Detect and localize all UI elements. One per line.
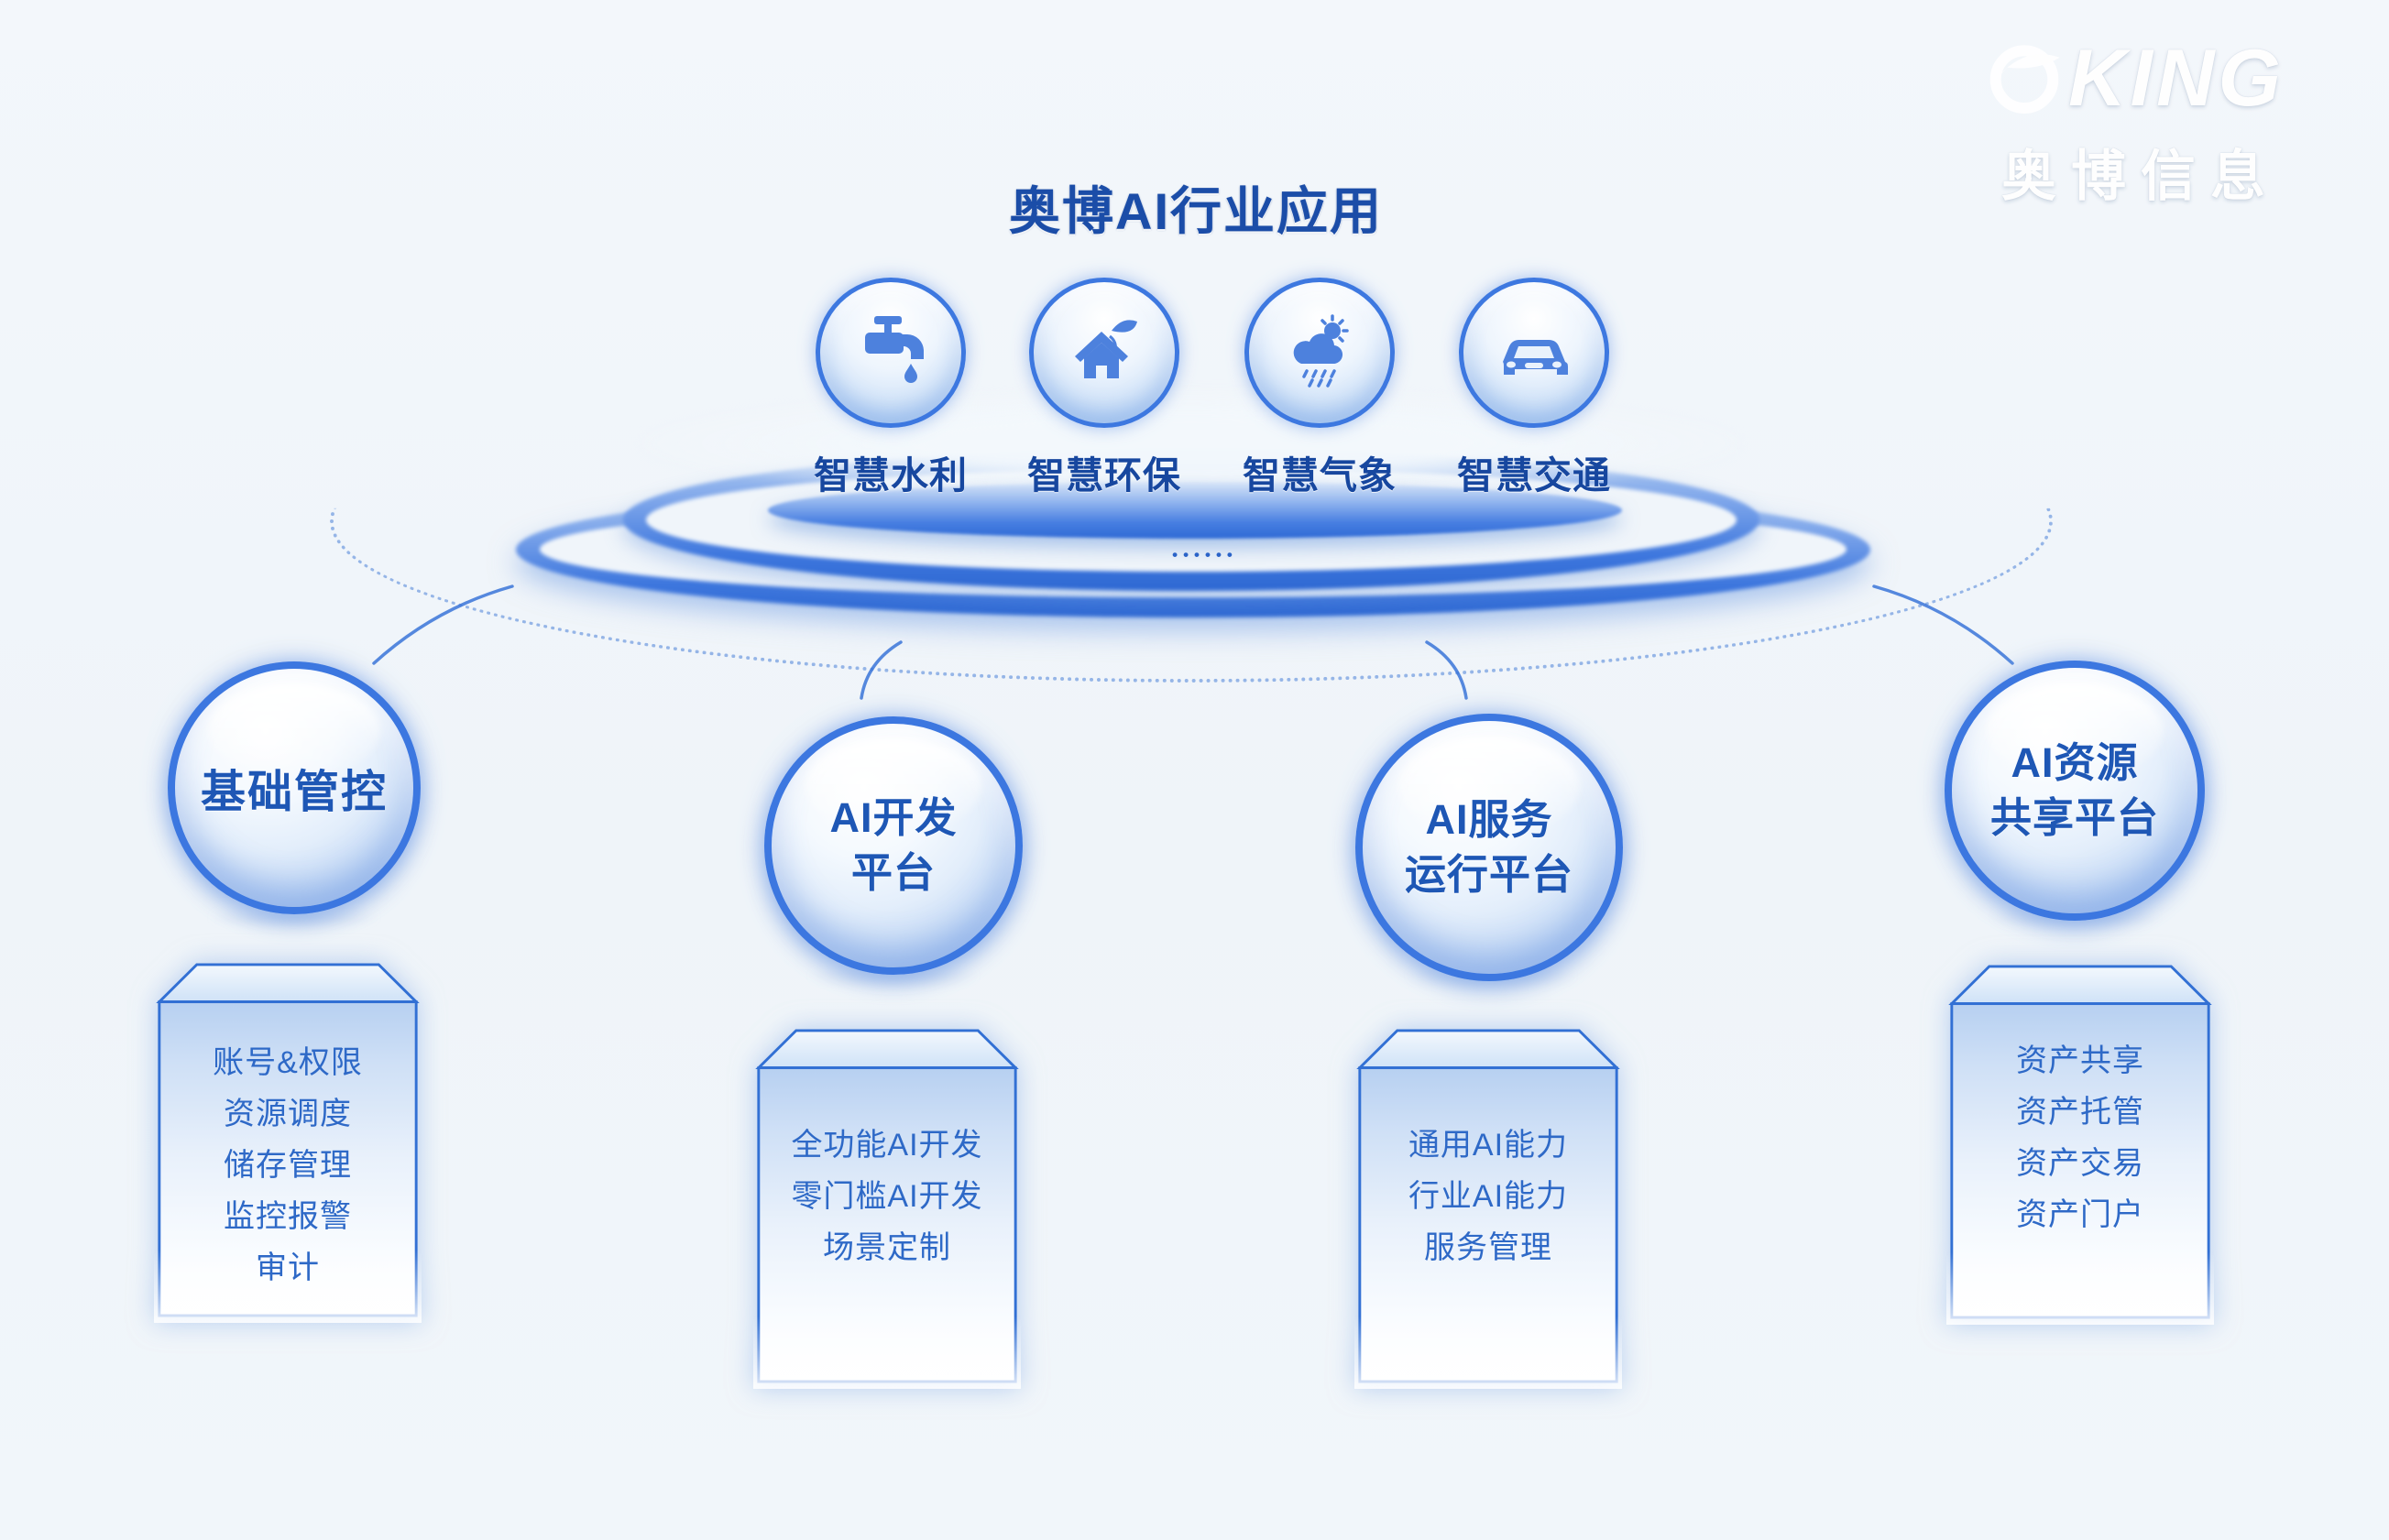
capability-box-ai-dev bbox=[753, 1029, 1021, 1389]
brand-logo: KING 奥博信息 bbox=[1941, 31, 2326, 212]
platform-sphere-title: AI开发 平台 bbox=[829, 794, 958, 896]
app-label: 智慧交通 bbox=[1457, 454, 1611, 497]
platform-sphere-title: AI资源 共享平台 bbox=[1989, 739, 2159, 841]
capability-item: 通用AI能力 bbox=[1408, 1128, 1569, 1163]
capability-item: 资产交易 bbox=[2016, 1146, 2144, 1181]
platform-sphere-ai-resource: AI资源 共享平台 bbox=[1945, 661, 2205, 921]
capability-item: 资产托管 bbox=[2016, 1095, 2144, 1130]
capability-item: 场景定制 bbox=[823, 1230, 951, 1265]
capability-item: 行业AI能力 bbox=[1408, 1179, 1569, 1214]
capability-box-ai-service bbox=[1354, 1029, 1622, 1389]
capability-item: 审计 bbox=[256, 1251, 320, 1285]
app-label: 智慧气象 bbox=[1243, 454, 1397, 497]
capability-item: 资产门户 bbox=[2016, 1197, 2144, 1232]
capability-item: 全功能AI开发 bbox=[791, 1128, 983, 1163]
eco-house-icon bbox=[1029, 278, 1179, 428]
capability-item: 服务管理 bbox=[1424, 1230, 1552, 1265]
capability-item: 零门槛AI开发 bbox=[791, 1179, 983, 1214]
capability-list-basic-control: 账号&权限 资源调度 储存管理 监控报警 审计 bbox=[154, 1037, 422, 1294]
app-smart-weather: 智慧气象 bbox=[1210, 278, 1430, 499]
platform-sphere-title: AI服务 运行平台 bbox=[1404, 796, 1573, 898]
app-smart-water: 智慧水利 bbox=[781, 278, 1001, 499]
capability-list-ai-resource: 资产共享 资产托管 资产交易 资产门户 bbox=[1946, 1035, 2214, 1240]
capability-item: 资源调度 bbox=[224, 1097, 352, 1131]
disc-dome bbox=[768, 482, 1622, 539]
app-label: 智慧水利 bbox=[814, 454, 968, 497]
faucet-icon bbox=[816, 278, 966, 428]
connector-arc-right-outer bbox=[1872, 584, 2014, 665]
app-smart-traffic: 智慧交通 bbox=[1424, 278, 1644, 499]
platform-sphere-basic-control: 基础管控 bbox=[168, 661, 421, 914]
disc-ellipsis-dots: •••••• bbox=[1172, 546, 1238, 563]
connector-arc-left-inner bbox=[860, 640, 903, 700]
capability-box-ai-resource bbox=[1946, 965, 2214, 1325]
connector-arc-right-inner bbox=[1425, 640, 1468, 700]
logo-swoosh-icon bbox=[1982, 34, 2066, 123]
connector-arc-left-outer bbox=[372, 584, 514, 665]
capability-item: 监控报警 bbox=[224, 1199, 352, 1234]
platform-sphere-ai-service: AI服务 运行平台 bbox=[1355, 714, 1623, 981]
app-label: 智慧环保 bbox=[1027, 454, 1181, 497]
capability-list-ai-dev: 全功能AI开发 零门槛AI开发 场景定制 bbox=[753, 1120, 1021, 1273]
capability-item: 账号&权限 bbox=[213, 1045, 363, 1080]
page-title: 奥博AI行业应用 bbox=[1009, 182, 1383, 240]
capability-item: 储存管理 bbox=[224, 1148, 352, 1183]
capability-box-basic-control bbox=[154, 963, 422, 1323]
app-smart-environment: 智慧环保 bbox=[994, 278, 1214, 499]
logo-subtitle: 奥博信息 bbox=[2001, 146, 2280, 207]
platform-sphere-title: 基础管控 bbox=[200, 767, 388, 817]
logo-brand-text: KING bbox=[2068, 32, 2285, 123]
platform-sphere-ai-dev: AI开发 平台 bbox=[764, 716, 1023, 975]
capability-list-ai-service: 通用AI能力 行业AI能力 服务管理 bbox=[1354, 1120, 1622, 1273]
capability-item: 资产共享 bbox=[2016, 1043, 2144, 1078]
weather-icon bbox=[1244, 278, 1395, 428]
car-icon bbox=[1459, 278, 1609, 428]
